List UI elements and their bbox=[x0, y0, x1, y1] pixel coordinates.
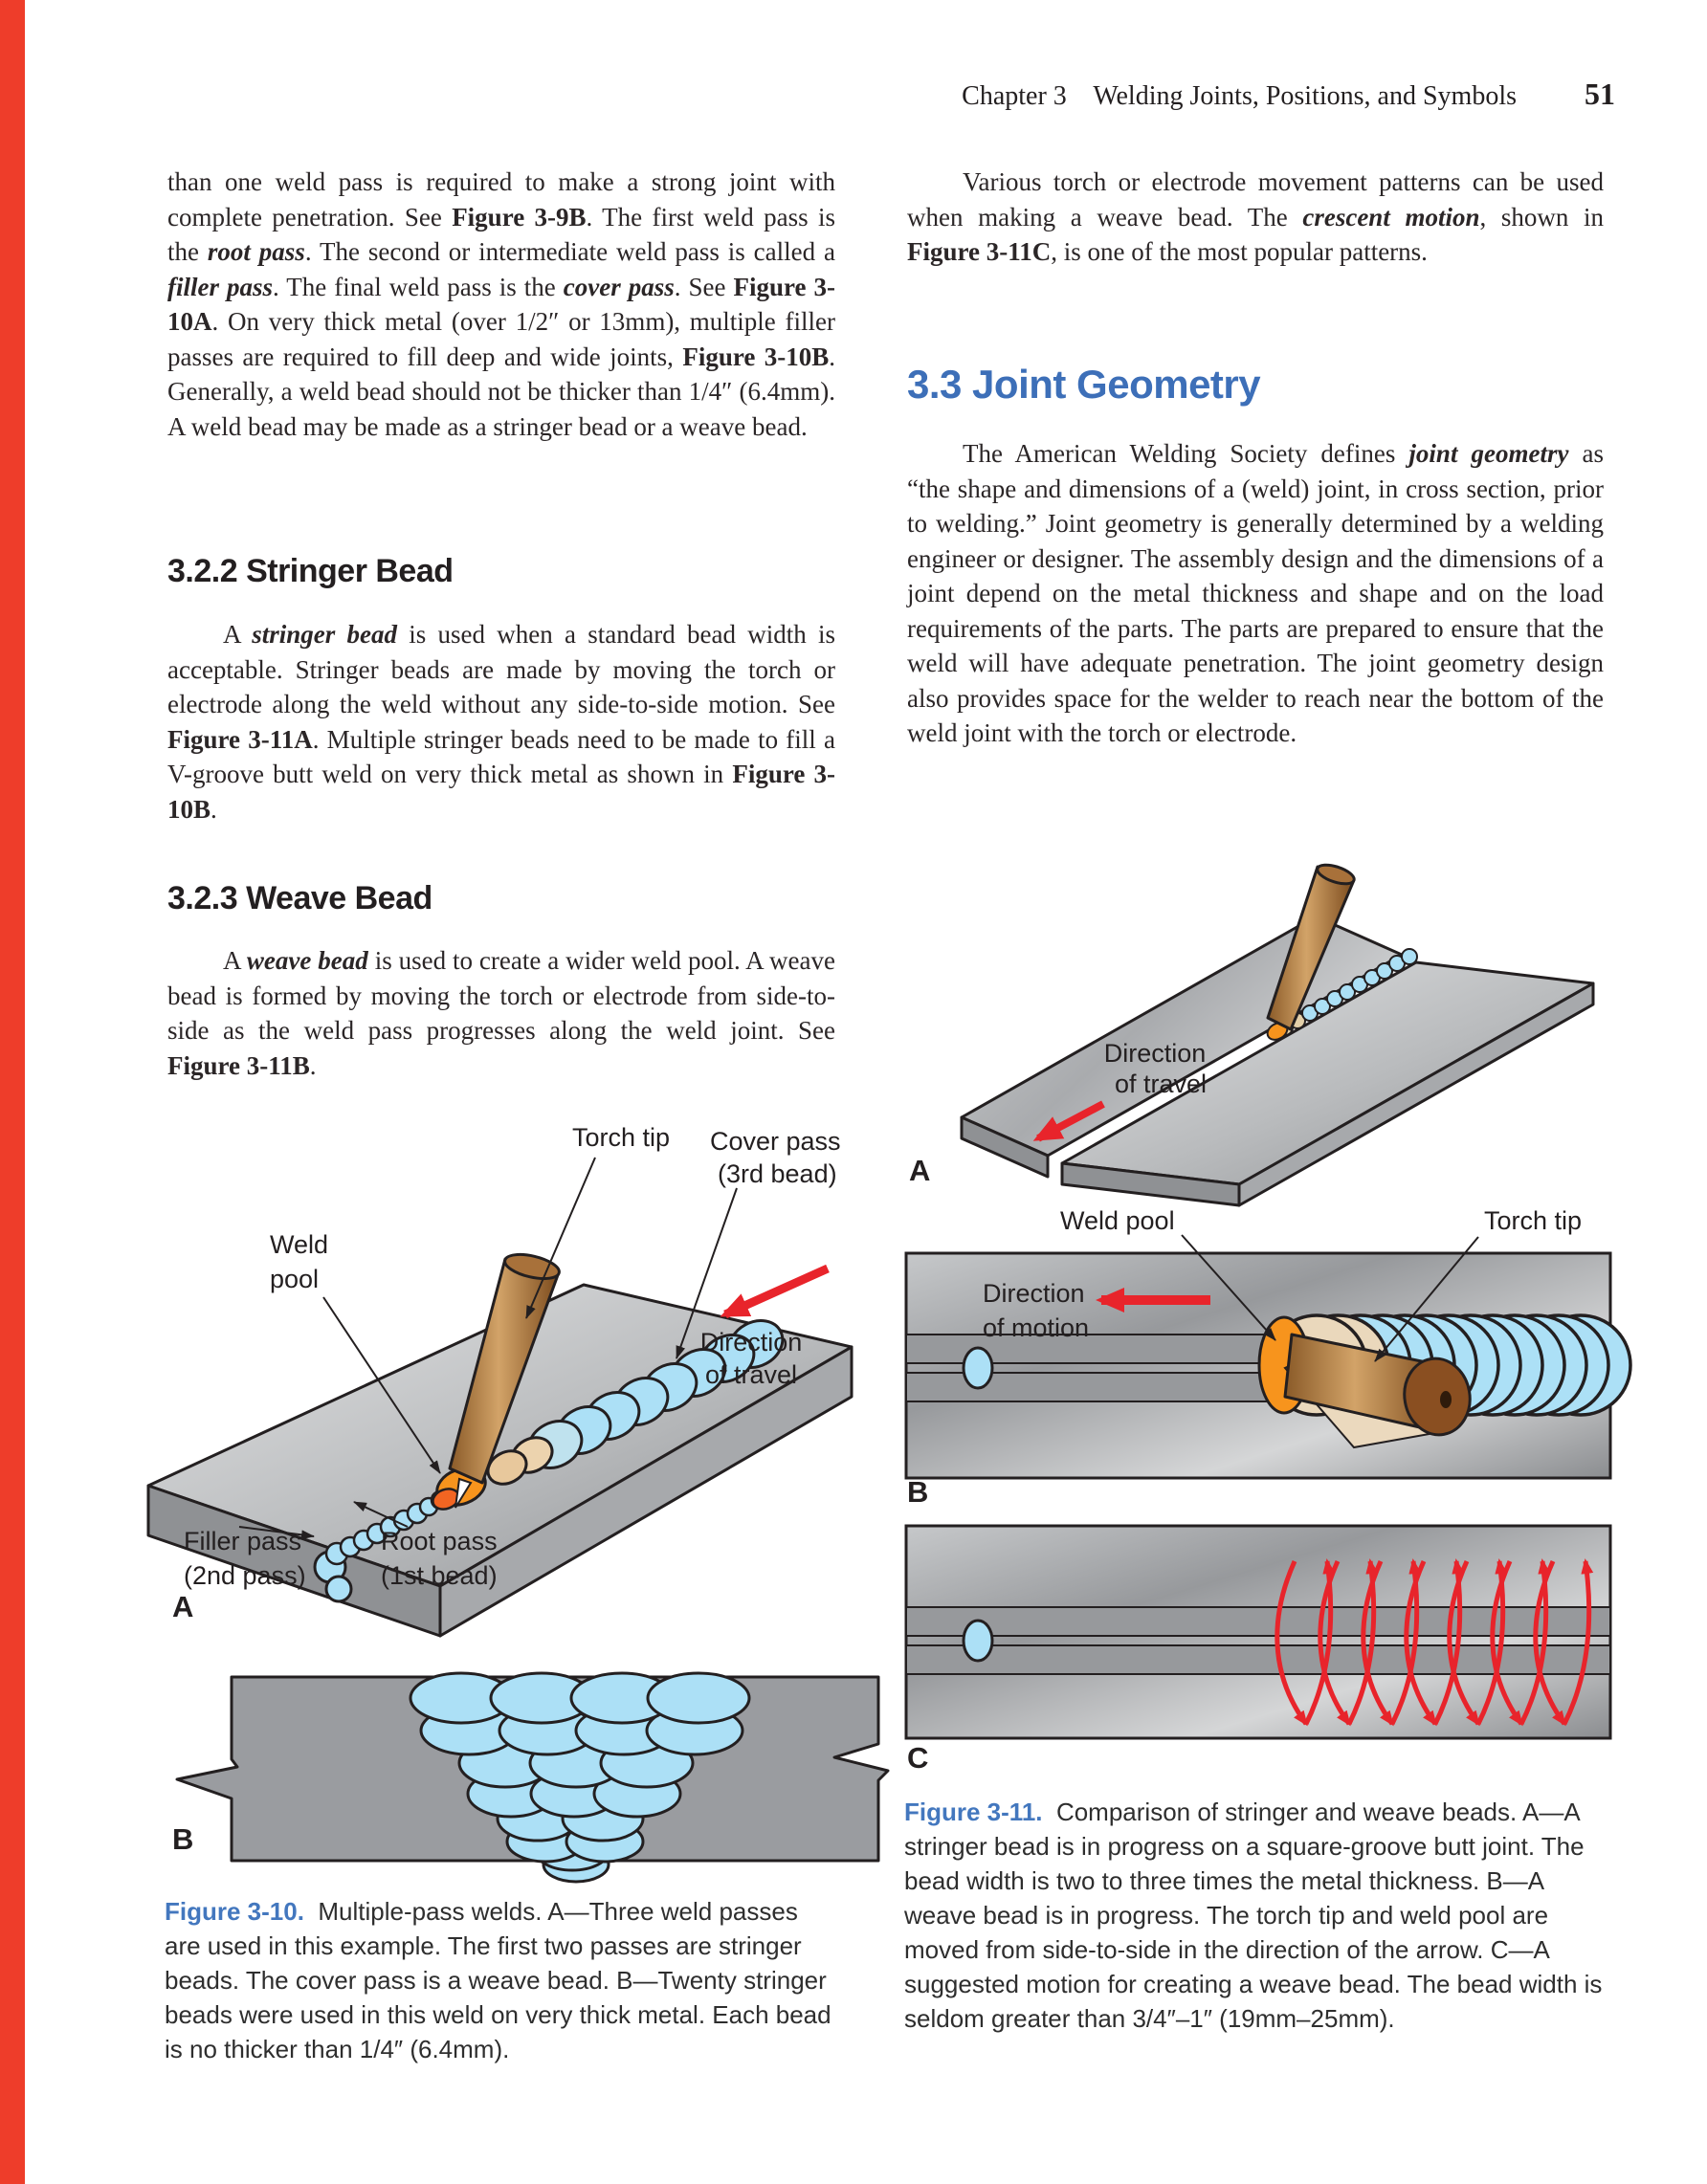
filler-pass-label: Filler pass bbox=[184, 1527, 301, 1555]
section-heading-3-3: 3.3 Joint Geometry bbox=[907, 362, 1261, 407]
filler-pass-label-line2: (2nd pass) bbox=[184, 1561, 306, 1590]
root-pass-label-line2: (1st bead) bbox=[381, 1561, 498, 1590]
direction-of-travel-label: Direction bbox=[1104, 1039, 1207, 1068]
weld-pool-label-line2: pool bbox=[270, 1265, 319, 1293]
cover-pass-label-line2: (3rd bead) bbox=[718, 1159, 837, 1188]
direction-of-travel-arrow bbox=[720, 1264, 830, 1319]
right-intro-paragraph: Various torch or electrode movement patt… bbox=[907, 165, 1604, 270]
cover-pass-label: Cover pass bbox=[710, 1127, 841, 1156]
chapter-label: Chapter 3 bbox=[962, 81, 1067, 111]
torch bbox=[1283, 1333, 1472, 1449]
paragraph: A weave bead is used to create a wider w… bbox=[167, 946, 835, 1080]
page-header: Chapter 3 Welding Joints, Positions, and… bbox=[962, 77, 1615, 112]
page-number: 51 bbox=[1585, 77, 1615, 111]
figure-3-11c-illustration bbox=[904, 1524, 1612, 1740]
root-pass-leader-line bbox=[353, 1501, 409, 1528]
stringer-bead-in-progress bbox=[1276, 948, 1418, 1036]
torch bbox=[1266, 863, 1356, 1031]
stringer-bead-stack bbox=[409, 1671, 751, 1884]
joint-edge-band-lower bbox=[905, 1644, 1611, 1675]
figure-3-10-part-a-label: A bbox=[172, 1590, 194, 1623]
torch-orifice bbox=[1440, 1391, 1452, 1408]
cover-pass-leader-line bbox=[676, 1187, 738, 1359]
figure-3-11-caption: Figure 3-11. Comparison of stringer and … bbox=[904, 1798, 1603, 2033]
section-heading-3-2-3: 3.2.3 Weave Bead bbox=[167, 880, 432, 916]
direction-of-motion-label: Direction bbox=[983, 1279, 1085, 1308]
figure-3-11a-illustration: Direction of travel bbox=[960, 863, 1595, 1207]
tack-weld bbox=[962, 1619, 994, 1663]
figure-3-11b-illustration: Weld pool Torch tip Direction of motion bbox=[904, 1206, 1632, 1480]
direction-of-travel-label-line2: of travel bbox=[1115, 1070, 1207, 1098]
electrode bbox=[454, 1477, 473, 1509]
section-heading-3-2-2: 3.2.2 Stringer Bead bbox=[167, 553, 454, 589]
weld-pool-label: Weld pool bbox=[1060, 1206, 1175, 1235]
figure-3-10b-illustration bbox=[175, 1671, 890, 1884]
paragraph: The American Welding Society defines joi… bbox=[907, 439, 1604, 747]
weld-pool-leader-line bbox=[1181, 1234, 1276, 1341]
tack-weld bbox=[962, 1346, 994, 1390]
page-edge-band bbox=[0, 0, 25, 2184]
paragraph: Various torch or electrode movement patt… bbox=[907, 167, 1604, 266]
direction-of-travel-arrow bbox=[1032, 1100, 1105, 1142]
direction-of-travel-label: Direction bbox=[700, 1328, 803, 1357]
figure-3-11-part-c-label: C bbox=[907, 1741, 929, 1775]
torch-tip-leader-line bbox=[525, 1157, 596, 1319]
root-pass-label: Root pass bbox=[381, 1527, 498, 1555]
paragraph: A stringer bead is used when a standard … bbox=[167, 620, 836, 824]
weave-bead-paragraph: A weave bead is used to create a wider w… bbox=[167, 943, 835, 1083]
paragraph: than one weld pass is required to make a… bbox=[167, 167, 835, 441]
figure-3-10a-illustration: Torch tip Cover pass (3rd bead) Weld poo… bbox=[146, 1123, 854, 1638]
weld-pool-leader-line bbox=[322, 1296, 441, 1474]
chapter-title: Welding Joints, Positions, and Symbols bbox=[1093, 81, 1517, 111]
near-plate-front-right bbox=[1237, 982, 1595, 1207]
weld-pool-label: Weld bbox=[270, 1230, 328, 1259]
filler-pass-leader-line bbox=[238, 1526, 315, 1540]
figure-3-10-caption: Figure 3-10. Multiple-pass welds. A—Thre… bbox=[165, 1897, 831, 2063]
far-plate-front bbox=[960, 1115, 1050, 1179]
figure-3-11-part-a-label: A bbox=[909, 1154, 931, 1187]
left-intro-paragraph: than one weld pass is required to make a… bbox=[167, 165, 835, 444]
plate-right-face bbox=[438, 1345, 854, 1638]
cover-pass-beads bbox=[486, 1319, 785, 1486]
figure-3-10-part-b-label: B bbox=[172, 1822, 194, 1856]
torch-tip-leader-line bbox=[1374, 1236, 1479, 1362]
stringer-bead-paragraph: A stringer bead is used when a standard … bbox=[167, 617, 835, 827]
figure-3-11-part-b-label: B bbox=[907, 1475, 929, 1509]
crescent-weave-motion-pattern bbox=[1275, 1558, 1594, 1727]
torch-tip-label: Torch tip bbox=[1484, 1206, 1582, 1235]
joint-geometry-paragraph: The American Welding Society defines joi… bbox=[907, 436, 1604, 751]
torch-tip-label: Torch tip bbox=[572, 1123, 670, 1152]
direction-of-motion-label-line2: of motion bbox=[983, 1313, 1089, 1342]
direction-of-travel-label-line2: of travel bbox=[705, 1360, 797, 1389]
